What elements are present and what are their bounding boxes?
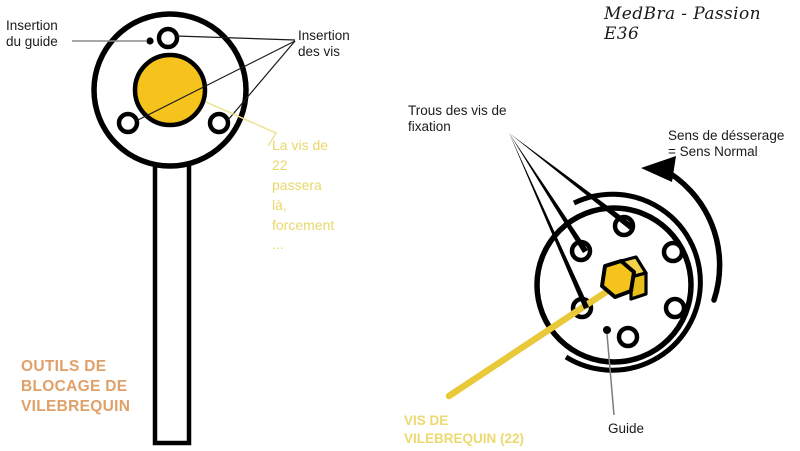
flywheel-bolt-hole-2 [661, 240, 685, 264]
label-trous-des-vis-de-fixation: Trous des vis de fixation [408, 103, 507, 134]
flywheel-rim-arc [564, 191, 703, 373]
crank-bolt-hex-head [600, 259, 636, 299]
tool-handle [152, 152, 192, 446]
pointer-trous-2 [509, 133, 589, 309]
flywheel-bolt-hole-3 [663, 296, 687, 320]
leader-vis-22 [205, 101, 278, 147]
rotation-arrow-head [641, 156, 676, 182]
left-tool-group [72, 11, 296, 446]
label-outils-de-blocage-de-vilebrequin: OUTILS DE BLOCAGE DE VILEBREQUIN [21, 358, 131, 415]
tool-bolt-hole-bottom-left [116, 111, 140, 135]
label-sens-de-desserage: Sens de désserage = Sens Normal [668, 128, 785, 159]
label-guide: Guide [608, 421, 645, 436]
label-la-vis-de-22: La vis de 22 passera là, forcement ... [272, 137, 335, 253]
pointer-trous-3 [509, 133, 632, 230]
leader-vis-bottom-right [227, 40, 296, 121]
leader-vis-top [175, 35, 296, 41]
tool-bolt-hole-bottom-right [207, 111, 231, 135]
tool-guide-pin-dot [146, 37, 154, 45]
label-insertion-du-guide: Insertion du guide [6, 18, 58, 49]
right-flywheel-group [445, 133, 723, 416]
watermark-signature: MedBra - Passion E36 [604, 4, 761, 45]
flywheel-bolt-hole-4 [616, 325, 640, 349]
flywheel-guide-pin-dot [603, 326, 611, 334]
leader-vis-bottom-left [135, 40, 296, 122]
label-vis-de-vilebrequin-22: VIS DE VILEBREQUIN (22) [404, 413, 525, 446]
tool-bolt-hole-top [156, 26, 180, 50]
pointer-trous-1 [509, 133, 588, 253]
label-insertion-des-vis: Insertion des vis [298, 28, 350, 59]
rotation-arrow-arc [658, 165, 723, 303]
tool-hub-yellow [132, 52, 208, 128]
leader-guide [606, 333, 615, 416]
